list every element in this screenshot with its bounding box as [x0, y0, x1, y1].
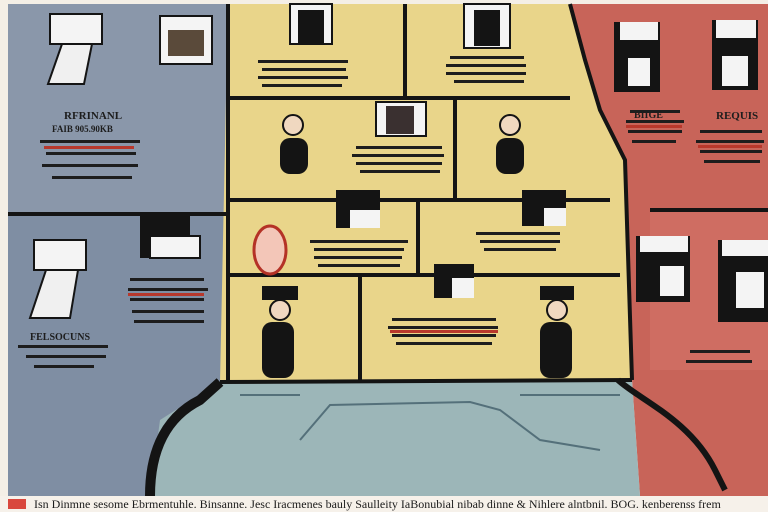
- person-figure-4: [540, 286, 574, 378]
- pictograms: [28, 3, 768, 378]
- figure-top-mid-1: [289, 3, 333, 45]
- table-scene: [375, 101, 427, 137]
- coastline: [145, 378, 224, 497]
- teal-region: [150, 380, 640, 496]
- bottom-caption-strip: Isn Dinmne sesome Ebrmentuhle. Binsanne.…: [0, 496, 768, 512]
- label-lines: [18, 56, 764, 368]
- radio-icon-2: [712, 20, 758, 90]
- radio-icon-1: [614, 22, 660, 92]
- right-heading: REQUIS: [716, 110, 759, 122]
- house-icon-2: [522, 190, 566, 226]
- radio-icon-3: [636, 236, 690, 302]
- building-icon: [159, 15, 213, 65]
- caption-marker: [8, 499, 26, 509]
- right-subheading: BIIGE: [634, 110, 663, 121]
- person-figure-1: [280, 114, 308, 174]
- person-figure-2: [496, 114, 524, 174]
- left-lower-heading: FELSOCUNS: [30, 332, 91, 343]
- river-right: [615, 377, 728, 492]
- balloon-icon: [252, 224, 288, 276]
- radio-icon-4: [718, 240, 768, 322]
- figure-top-mid-2: [463, 3, 511, 49]
- house-icon-left: [140, 212, 201, 259]
- red-label-lines: [44, 125, 762, 333]
- teal-detail-lines: [240, 394, 620, 451]
- house-icon-3: [434, 264, 474, 298]
- house-icon-1: [336, 190, 380, 228]
- bottom-caption: Isn Dinmne sesome Ebrmentuhle. Binsanne.…: [34, 497, 721, 511]
- monument-top-left: [46, 13, 103, 85]
- person-figure-3: [262, 286, 298, 378]
- monument-mid-left: [28, 239, 87, 319]
- left-heading: RFRINANL: [64, 110, 123, 122]
- left-subheading: FAIB 905.90KB: [52, 124, 113, 134]
